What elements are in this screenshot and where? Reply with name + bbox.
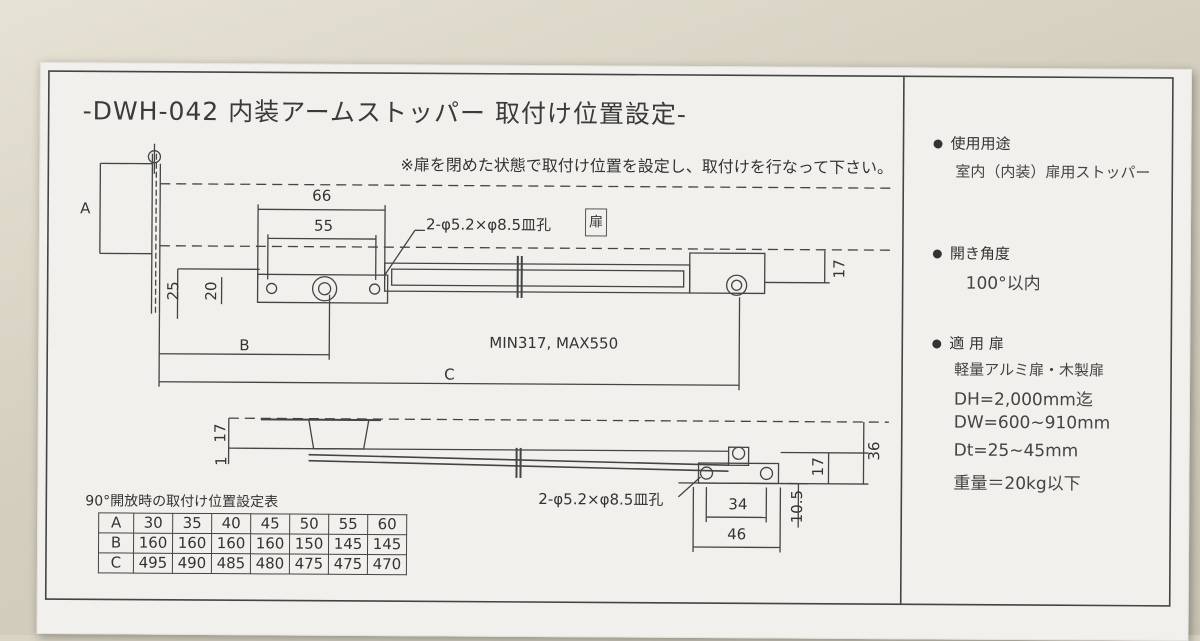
door-height: DH=2,000mm迄 — [954, 385, 1093, 411]
door-thickness: Dt=25~45mm — [954, 441, 1079, 462]
dim-36: 36 — [865, 442, 883, 461]
dim-10-5: 10.5 — [788, 490, 806, 524]
dim-1: 1 — [212, 456, 230, 466]
row-label: A — [99, 513, 134, 533]
frame-edge — [151, 154, 152, 314]
side-arm — [309, 455, 729, 466]
table-cell: 40 — [212, 514, 251, 534]
dim-a-label: A — [80, 199, 90, 217]
pivot-roller — [313, 277, 337, 301]
table-cell: 30 — [134, 513, 173, 533]
table-cell: 45 — [251, 514, 290, 534]
dim-46: 46 — [727, 525, 746, 543]
table-cell: 485 — [211, 554, 250, 574]
table-cell: 35 — [173, 513, 212, 533]
table-cell: 160 — [173, 533, 212, 553]
table-cell: 50 — [290, 514, 329, 534]
installation-note: ※扉を閉めた状態で取付け位置を設定し、取付けを行なって下さい。 — [400, 151, 893, 178]
dim-17-left: 17 — [211, 424, 229, 443]
dim-34: 34 — [728, 495, 747, 513]
dim-25: 25 — [164, 281, 182, 300]
table-cell: 60 — [368, 515, 407, 535]
spec-divider — [901, 76, 904, 604]
table-cell: 145 — [367, 535, 406, 555]
use-value: 室内（内装）扉用ストッパー — [955, 161, 1150, 183]
table-cell: 160 — [212, 534, 251, 554]
side-bracket — [289, 420, 381, 450]
use-heading: 使用用途 — [933, 132, 1010, 153]
angle-value: 100°以内 — [966, 269, 1041, 294]
arm-channel — [385, 263, 690, 293]
door-title: 適 用 扉 — [949, 335, 1004, 353]
door-heading: 適 用 扉 — [932, 332, 1004, 353]
dim-66: 66 — [312, 187, 331, 205]
dim-17-top: 17 — [830, 259, 848, 278]
table-cell: 145 — [328, 534, 367, 554]
instruction-sheet: -DWH-042 内装アームストッパー 取付け位置設定- ※扉を閉めた状態で取付… — [37, 62, 1192, 641]
use-title: 使用用途 — [950, 135, 1010, 153]
table-cell: 480 — [250, 554, 289, 574]
row-label: C — [98, 553, 133, 573]
top-hole-spec: 2-φ5.2×φ8.5皿孔 — [426, 213, 551, 235]
table-cell: 160 — [250, 534, 289, 554]
table-cell: 495 — [133, 553, 172, 573]
row-label: B — [99, 533, 134, 553]
bottom-plate — [698, 463, 778, 483]
table-cell: 150 — [289, 534, 328, 554]
table-cell: 55 — [329, 514, 368, 534]
reference-line-top — [160, 184, 890, 188]
door-width: DW=600~910mm — [954, 413, 1111, 434]
dim-20: 20 — [202, 281, 220, 300]
bullet-icon — [933, 249, 942, 258]
arm-range-label: MIN317, MAX550 — [489, 334, 618, 353]
table-cell: 160 — [134, 533, 173, 553]
angle-heading: 開き角度 — [933, 242, 1010, 263]
bullet-icon — [933, 139, 942, 148]
table-cell: 470 — [367, 555, 406, 575]
table-cell: 490 — [172, 553, 211, 573]
table-row: B 160 160 160 160 150 145 145 — [99, 533, 407, 555]
table-row: C 495 490 485 480 475 475 470 — [98, 553, 406, 575]
reference-line-door — [160, 246, 890, 250]
bullet-icon — [932, 339, 941, 348]
dim-17-right: 17 — [809, 457, 827, 476]
dim-55: 55 — [314, 217, 333, 235]
setting-table: A 30 35 40 45 50 55 60 B 160 160 160 160… — [98, 512, 407, 575]
page-title: -DWH-042 内装アームストッパー 取付け位置設定- — [83, 91, 687, 131]
door-label: 扉 — [585, 208, 607, 236]
door-weight: 重量＝20kg以下 — [953, 469, 1080, 495]
table-cell: 475 — [289, 554, 328, 574]
door-type: 軽量アルミ扉・木製扉 — [954, 359, 1104, 381]
bottom-hole-spec: 2-φ5.2×φ8.5皿孔 — [538, 488, 663, 510]
dim-b-label: B — [239, 336, 249, 354]
table-row: A 30 35 40 45 50 55 60 — [99, 513, 407, 535]
table-cell: 475 — [328, 554, 367, 574]
angle-title: 開き角度 — [950, 245, 1010, 263]
table-caption: 90°開放時の取付け位置設定表 — [85, 490, 278, 511]
dim-c-label: C — [444, 365, 455, 383]
frame-edge-inner — [159, 164, 160, 314]
